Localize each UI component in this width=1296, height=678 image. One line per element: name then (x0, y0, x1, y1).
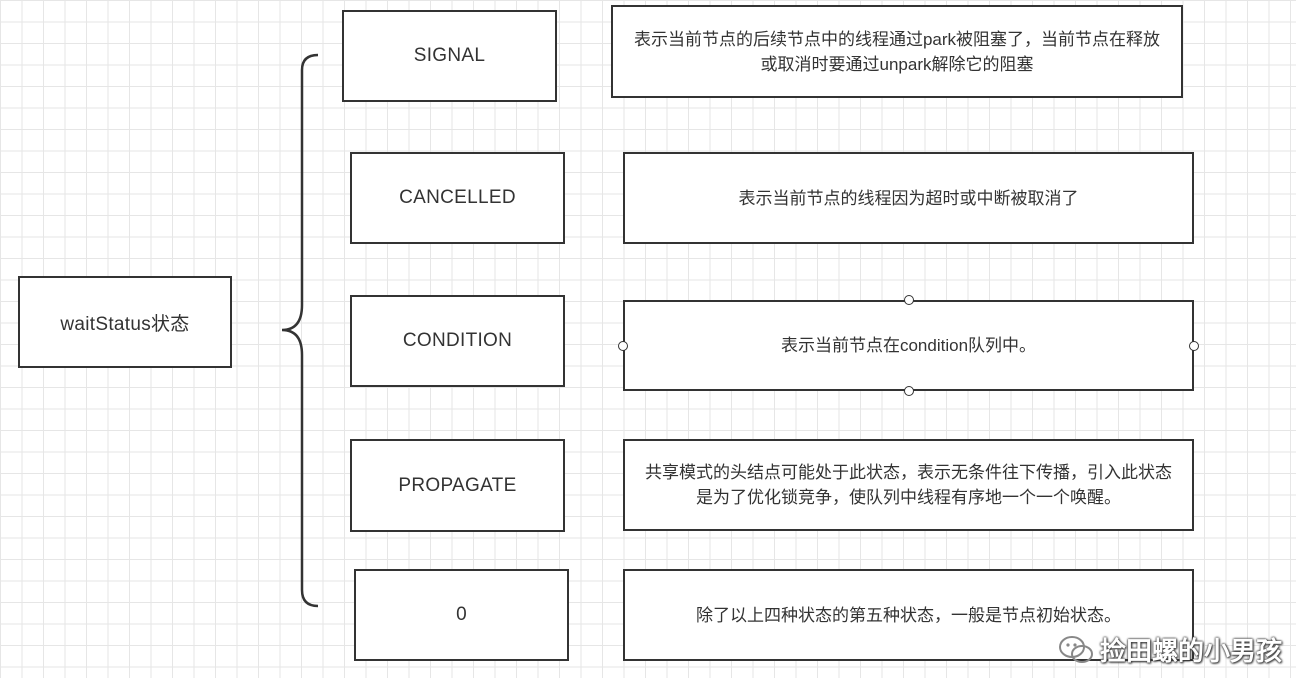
description-box-cancelled[interactable]: 表示当前节点的线程因为超时或中断被取消了 (623, 152, 1194, 244)
status-name: SIGNAL (413, 45, 486, 66)
status-box-propagate[interactable]: PROPAGATE (350, 439, 565, 532)
description-box-signal[interactable]: 表示当前节点的后续节点中的线程通过park被阻塞了，当前节点在释放或取消时要通过… (611, 5, 1183, 98)
status-box-zero[interactable]: 0 (354, 569, 569, 661)
status-box-condition[interactable]: CONDITION (350, 295, 565, 387)
status-name: CONDITION (402, 330, 513, 351)
status-name: PROPAGATE (398, 474, 517, 496)
status-box-signal[interactable]: SIGNAL (342, 10, 557, 102)
description-text: 表示当前节点的后续节点中的线程通过park被阻塞了，当前节点在释放或取消时要通过… (633, 29, 1161, 74)
status-name: 0 (456, 604, 467, 625)
root-label: waitStatus状态 (60, 313, 190, 335)
description-text: 共享模式的头结点可能处于此状态，表示无条件往下传播，引入此状态是为了优化锁竞争，… (645, 463, 1172, 507)
resize-handle-bottom[interactable] (904, 386, 914, 396)
description-text: 除了以上四种状态的第五种状态，一般是节点初始状态。 (696, 605, 1121, 625)
description-text: 表示当前节点的线程因为超时或中断被取消了 (738, 188, 1079, 208)
resize-handle-top[interactable] (904, 295, 914, 305)
status-name: CANCELLED (399, 187, 516, 208)
resize-handle-left[interactable] (618, 341, 628, 351)
wechat-icon (1058, 635, 1093, 663)
description-text: 表示当前节点在condition队列中。 (780, 336, 1037, 355)
resize-handle-right[interactable] (1189, 341, 1199, 351)
curly-brace-connector (281, 53, 319, 608)
watermark: 捡田螺的小男孩 (1058, 631, 1282, 668)
description-box-propagate[interactable]: 共享模式的头结点可能处于此状态，表示无条件往下传播，引入此状态是为了优化锁竞争，… (623, 439, 1194, 531)
status-box-cancelled[interactable]: CANCELLED (350, 152, 565, 244)
description-box-condition[interactable]: 表示当前节点在condition队列中。 (623, 300, 1194, 391)
root-node[interactable]: waitStatus状态 (18, 276, 232, 368)
description-box-zero[interactable]: 除了以上四种状态的第五种状态，一般是节点初始状态。 (623, 569, 1194, 661)
watermark-text: 捡田螺的小男孩 (1099, 636, 1282, 666)
